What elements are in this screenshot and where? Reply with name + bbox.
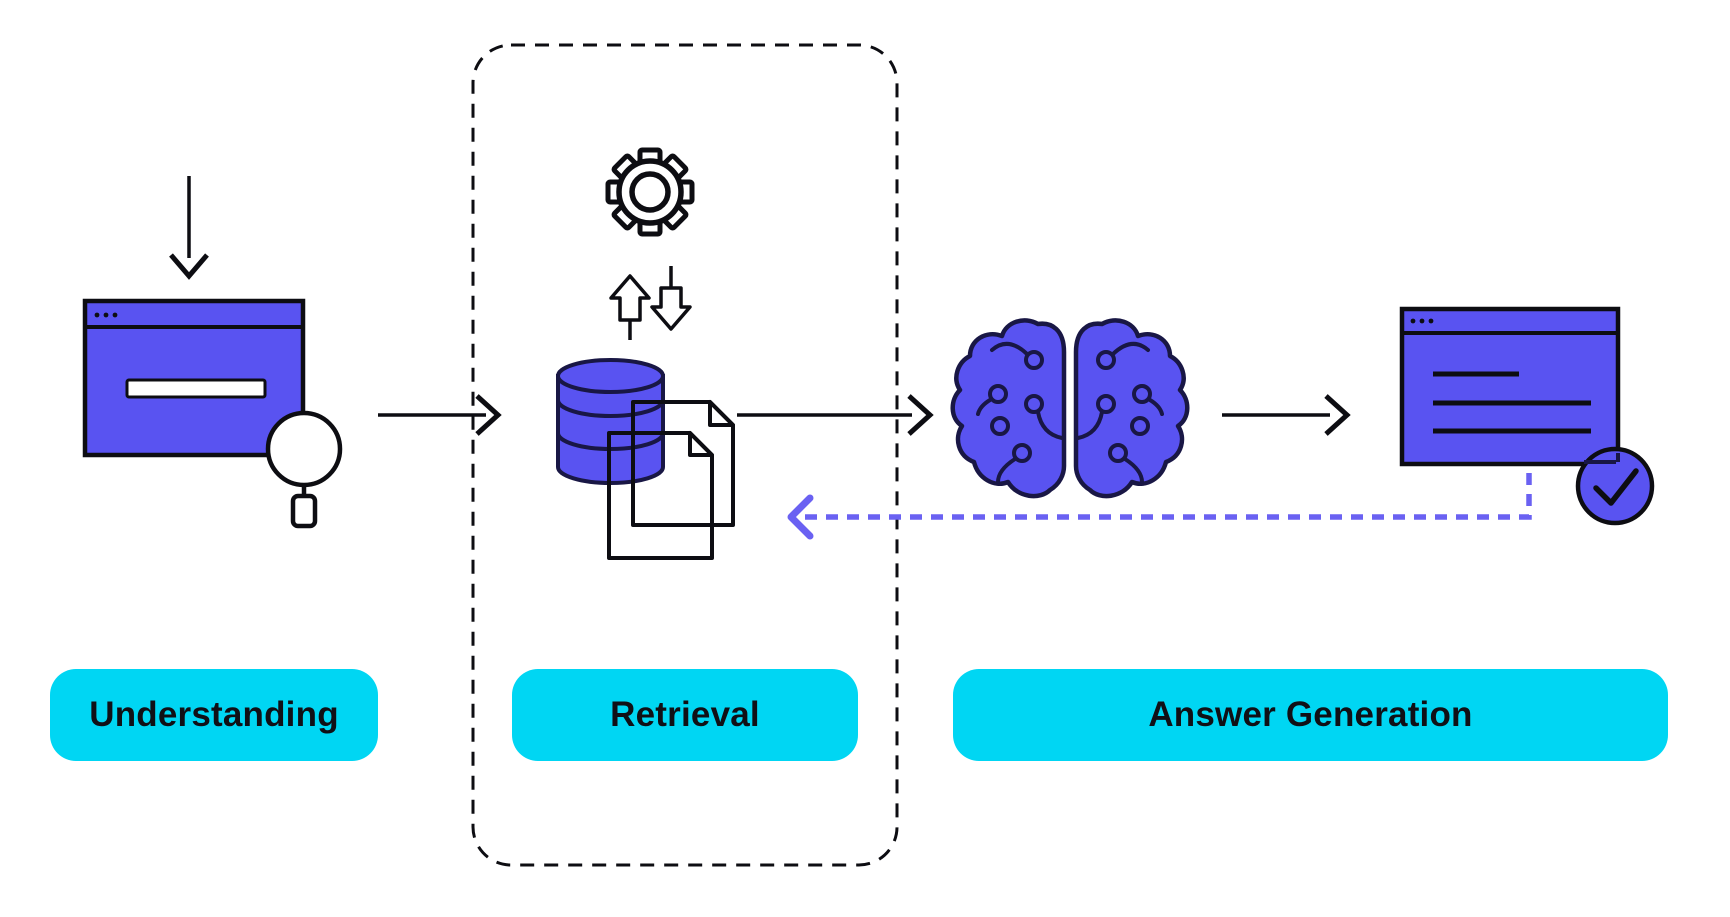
- document-front: [607, 431, 714, 560]
- documents-icon: [607, 400, 735, 560]
- flow-arrow-3: [1222, 394, 1351, 436]
- brain-icon: [950, 320, 1188, 496]
- gear-icon: [605, 147, 695, 237]
- stage-label-retrieval: Retrieval: [512, 669, 858, 761]
- flow-arrow-2: [737, 394, 934, 436]
- retrieval-dashed-box: [471, 43, 899, 867]
- answer-text-lines: [1433, 371, 1591, 434]
- document-back: [631, 400, 735, 527]
- stage-label-text: Understanding: [89, 695, 339, 734]
- magnifier-icon: [265, 410, 343, 529]
- stage-label-text: Answer Generation: [1148, 695, 1473, 734]
- window-dots-icon: [94, 312, 118, 318]
- sync-arrows-icon: [609, 266, 692, 340]
- stage-label-understanding: Understanding: [50, 669, 378, 761]
- input-arrow-icon: [169, 176, 209, 280]
- window-dots-icon: [1410, 318, 1434, 324]
- search-bar: [125, 378, 267, 399]
- feedback-arrow: [787, 473, 1532, 540]
- flow-arrow-1: [378, 394, 502, 436]
- query-window-icon: [82, 298, 306, 458]
- window-corner-through: [1584, 453, 1620, 464]
- checkmark-badge-icon: [1575, 446, 1655, 526]
- stage-label-answer-generation: Answer Generation: [953, 669, 1668, 761]
- answer-window-icon: [1399, 306, 1621, 467]
- stage-label-text: Retrieval: [610, 695, 760, 734]
